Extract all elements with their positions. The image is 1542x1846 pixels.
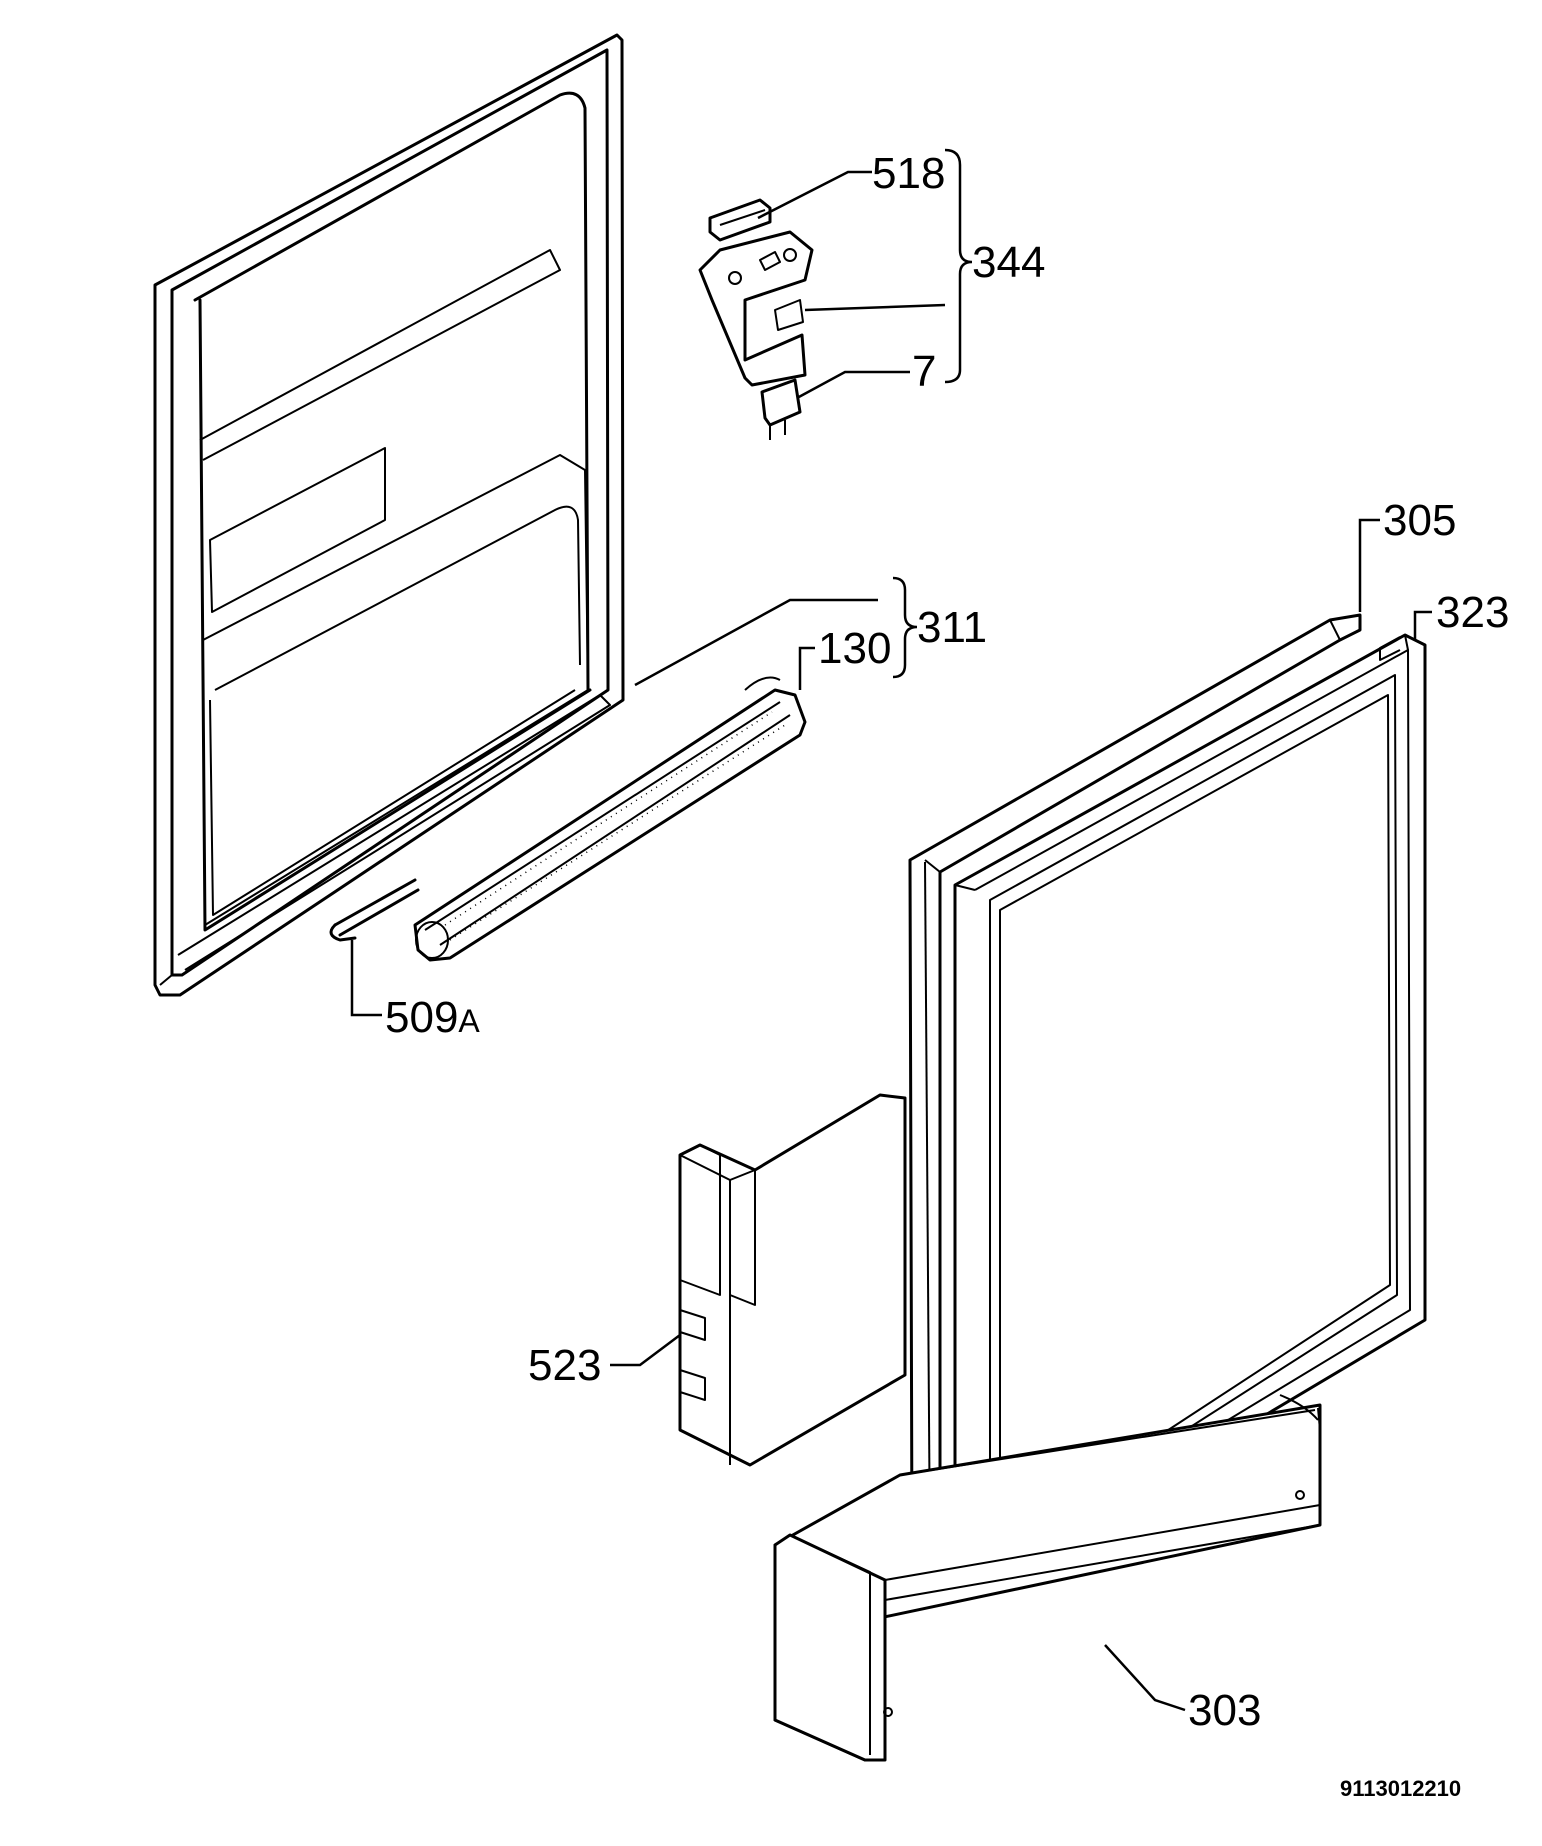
label-7: 7 bbox=[912, 347, 936, 396]
label-311: 311 bbox=[917, 603, 987, 652]
label-130: 130 bbox=[818, 624, 891, 673]
latch-body bbox=[698, 230, 814, 387]
label-305: 305 bbox=[1383, 496, 1456, 545]
label-344: 344 bbox=[972, 238, 1045, 287]
door-seal-strip bbox=[413, 676, 807, 962]
label-518: 518 bbox=[872, 149, 945, 198]
door-latch-assembly bbox=[698, 198, 814, 440]
door-frame-323 bbox=[953, 633, 1427, 1587]
seal-leaders bbox=[350, 576, 918, 1017]
kick-panel bbox=[773, 1394, 1322, 1762]
label-509a: 509A bbox=[385, 993, 480, 1042]
latch-leaders bbox=[757, 148, 973, 400]
latch-part-518 bbox=[708, 198, 772, 242]
label-303: 303 bbox=[1188, 1686, 1261, 1735]
drawing-code: 9113012210 bbox=[1340, 1776, 1461, 1801]
latch-part-7 bbox=[760, 378, 802, 427]
insulation-leader bbox=[610, 1334, 681, 1367]
kick-panel-leader bbox=[1104, 1644, 1186, 1712]
insulation-panel bbox=[678, 1093, 907, 1467]
label-323: 323 bbox=[1436, 588, 1509, 637]
frame-leaders bbox=[1358, 518, 1432, 640]
label-523: 523 bbox=[528, 1341, 601, 1390]
hinge-rod bbox=[329, 878, 420, 942]
inner-door-panel bbox=[153, 33, 625, 997]
